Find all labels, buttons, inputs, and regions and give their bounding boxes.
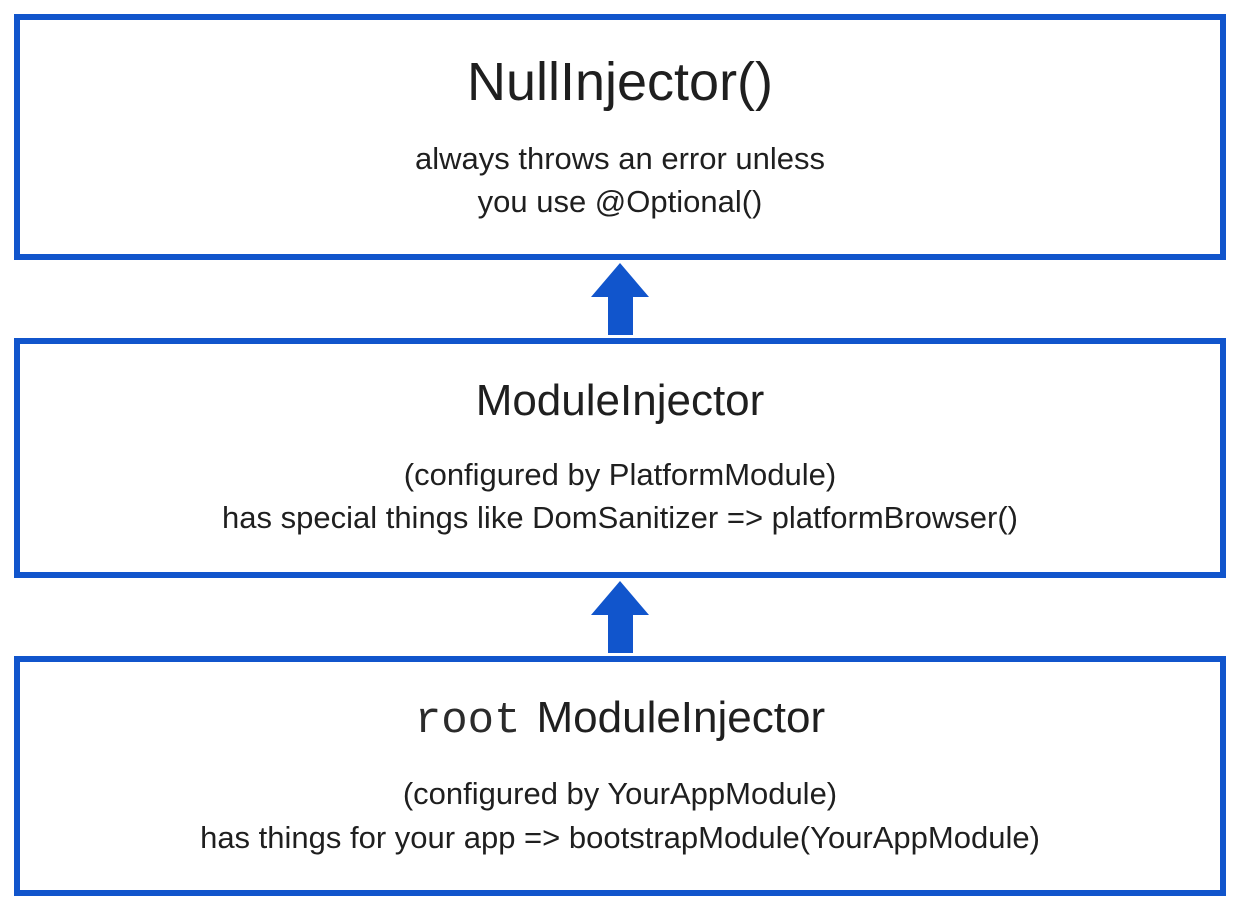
box-subtitle-line: (configured by YourAppModule): [402, 776, 838, 812]
box-subtitle-line: (configured by PlatformModule): [403, 456, 837, 492]
up-arrow-icon: [14, 260, 1226, 338]
root-module-injector-box: root ModuleInjector (configured by YourA…: [14, 656, 1226, 896]
arrow-head: [591, 581, 649, 615]
box-subtitle-line: has things for your app => bootstrapModu…: [200, 819, 1040, 855]
box-subtitle-line: has special things like DomSanitizer => …: [222, 500, 1018, 536]
arrow-shaft: [607, 615, 633, 653]
box-title: ModuleInjector: [475, 376, 765, 426]
arrow-head: [591, 263, 649, 297]
root-code-label: root: [414, 696, 521, 747]
box-title: NullInjector(): [466, 51, 774, 112]
box-title-row: root ModuleInjector: [415, 693, 825, 746]
platform-module-injector-box: ModuleInjector (configured by PlatformMo…: [14, 338, 1226, 578]
box-title: ModuleInjector: [536, 693, 826, 743]
up-arrow-icon: [14, 578, 1226, 656]
box-subtitle-line: always throws an error unless: [414, 140, 826, 176]
box-subtitle-line: you use @Optional(): [477, 184, 763, 220]
null-injector-box: NullInjector() always throws an error un…: [14, 14, 1226, 260]
arrow-shaft: [607, 297, 633, 335]
